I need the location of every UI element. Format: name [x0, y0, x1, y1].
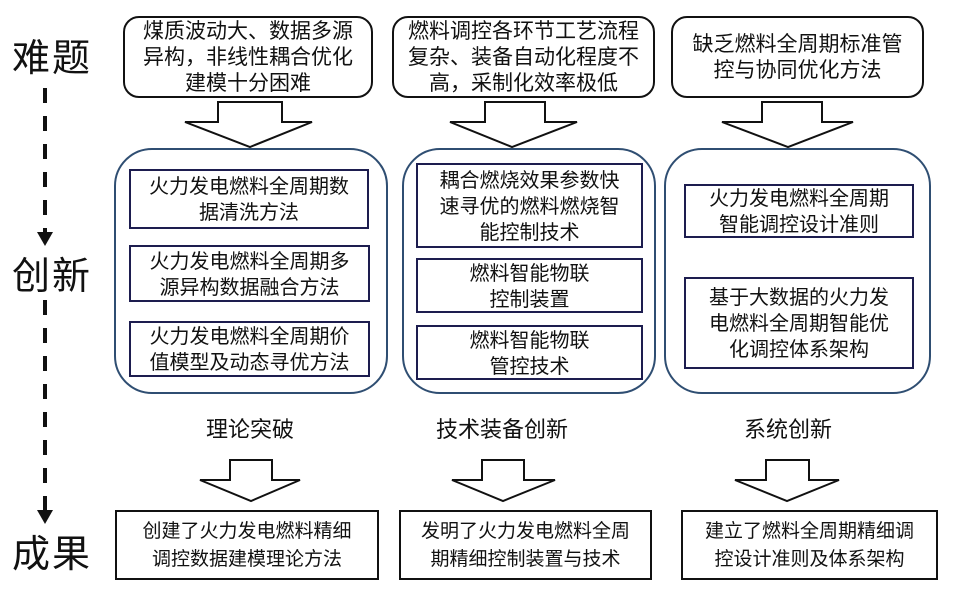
stage-label-result: 成果	[12, 532, 93, 576]
block-arrow-down-icon	[721, 101, 854, 149]
innovation-item-text: 耦合燃烧效果参数快 速寻优的燃料燃烧智 能控制技术	[439, 167, 620, 244]
category-label-system: 系统创新	[743, 418, 832, 443]
problem-box-2: 燃料调控各环节工艺流程 复杂、装备自动化程度不 高，采制化效率极低	[392, 16, 655, 98]
problem-text: 缺乏燃料全周期标准管 控与协同优化方法	[692, 32, 903, 82]
problem-box-1: 煤质波动大、数据多源 异构，非线性耦合优化 建模十分困难	[123, 16, 373, 98]
innovation-item: 火力发电燃料全周期 智能调控设计准则	[684, 184, 914, 238]
category-label-theory: 理论突破	[205, 418, 294, 443]
block-arrow-down-icon	[451, 459, 556, 503]
innovation-item-text: 火力发电燃料全周期多 源异构数据融合方法	[149, 248, 350, 299]
problem-text: 燃料调控各环节工艺流程 复杂、装备自动化程度不 高，采制化效率极低	[408, 19, 639, 95]
innovation-item: 燃料智能物联 控制装置	[416, 258, 643, 313]
innovation-item: 耦合燃烧效果参数快 速寻优的燃料燃烧智 能控制技术	[416, 163, 643, 248]
problem-text: 煤质波动大、数据多源 异构，非线性耦合优化 建模十分困难	[143, 19, 353, 95]
innovation-item: 火力发电燃料全周期价 值模型及动态寻优方法	[129, 321, 370, 377]
result-box-2: 发明了火力发电燃料全周 期精细控制装置与技术	[399, 510, 652, 580]
problem-box-3: 缺乏燃料全周期标准管 控与协同优化方法	[671, 16, 924, 98]
innovation-item-text: 基于大数据的火力发 电燃料全周期智能优 化调控体系架构	[709, 285, 889, 361]
block-arrow-down-icon	[199, 459, 301, 503]
innovation-item-text: 火力发电燃料全周期价 值模型及动态寻优方法	[149, 324, 350, 374]
stage-label-innovation: 创新	[12, 254, 93, 298]
block-arrow-down-icon	[734, 459, 840, 503]
innovation-item: 基于大数据的火力发 电燃料全周期智能优 化调控体系架构	[684, 277, 914, 369]
result-text: 创建了火力发电燃料精细 调控数据建模理论方法	[142, 520, 352, 570]
innovation-item-text: 燃料智能物联 控制装置	[469, 260, 590, 311]
innovation-item: 燃料智能物联 管控技术	[416, 325, 643, 380]
innovation-item-text: 火力发电燃料全周期数 据清洗方法	[149, 174, 349, 224]
innovation-item-text: 火力发电燃料全周期 智能调控设计准则	[709, 186, 889, 236]
arrowhead-down-icon	[37, 510, 53, 524]
innovation-item: 火力发电燃料全周期多 源异构数据融合方法	[129, 245, 370, 302]
block-arrow-down-icon	[184, 101, 313, 149]
block-arrow-down-icon	[449, 101, 578, 149]
category-label-equipment: 技术装备创新	[435, 418, 568, 443]
result-text: 建立了燃料全周期精细调 控设计准则及体系架构	[704, 520, 914, 570]
innovation-item-text: 燃料智能物联 管控技术	[469, 327, 590, 378]
arrowhead-down-icon	[37, 232, 53, 246]
result-text: 发明了火力发电燃料全周 期精细控制装置与技术	[420, 520, 630, 570]
result-box-3: 建立了燃料全周期精细调 控设计准则及体系架构	[681, 510, 938, 580]
result-box-1: 创建了火力发电燃料精细 调控数据建模理论方法	[115, 510, 379, 580]
stage-label-problem: 难题	[12, 36, 93, 80]
innovation-item: 火力发电燃料全周期数 据清洗方法	[129, 169, 369, 229]
